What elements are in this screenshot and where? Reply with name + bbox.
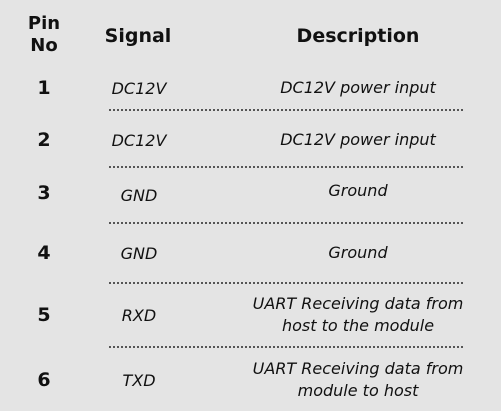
signal-name: DC12V: [111, 78, 167, 98]
header-pin-no: Pin No: [14, 13, 74, 57]
signal-name: GND: [120, 185, 158, 205]
row-divider: [109, 346, 463, 348]
pin-description: Ground: [328, 243, 388, 262]
pin-description: DC12V power input: [280, 78, 436, 97]
signal-name: DC12V: [111, 130, 167, 150]
pin-number: 6: [37, 369, 51, 391]
row-divider: [109, 109, 463, 111]
pin-number: 3: [37, 182, 51, 204]
header-pin-line1: Pin: [27, 13, 61, 34]
table-row: 6 TXD UART Receiving data from module to…: [0, 358, 501, 402]
table-row: 4 GND Ground: [0, 238, 501, 268]
table-row: 3 GND Ground: [0, 178, 501, 208]
pin-description: UART Receiving data from host to the mod…: [252, 294, 464, 335]
pin-number: 5: [37, 304, 51, 326]
header-pin-line2: No: [30, 35, 58, 56]
row-divider: [109, 282, 463, 284]
header-description: Description: [296, 25, 420, 47]
pin-number: 2: [37, 129, 51, 151]
signal-name: TXD: [122, 370, 156, 390]
table-row: 1 DC12V DC12V power input: [0, 73, 501, 103]
pin-number: 4: [37, 242, 51, 264]
row-divider: [109, 166, 463, 168]
signal-name: GND: [120, 243, 158, 263]
pin-number: 1: [37, 77, 51, 99]
pin-description: Ground: [328, 181, 388, 200]
pin-description: DC12V power input: [280, 130, 436, 149]
row-divider: [109, 222, 463, 224]
table-row: 2 DC12V DC12V power input: [0, 125, 501, 155]
header-signal: Signal: [104, 25, 172, 47]
signal-name: RXD: [121, 305, 157, 325]
table-row: 5 RXD UART Receiving data from host to t…: [0, 293, 501, 337]
pin-description: UART Receiving data from module to host: [252, 359, 464, 400]
